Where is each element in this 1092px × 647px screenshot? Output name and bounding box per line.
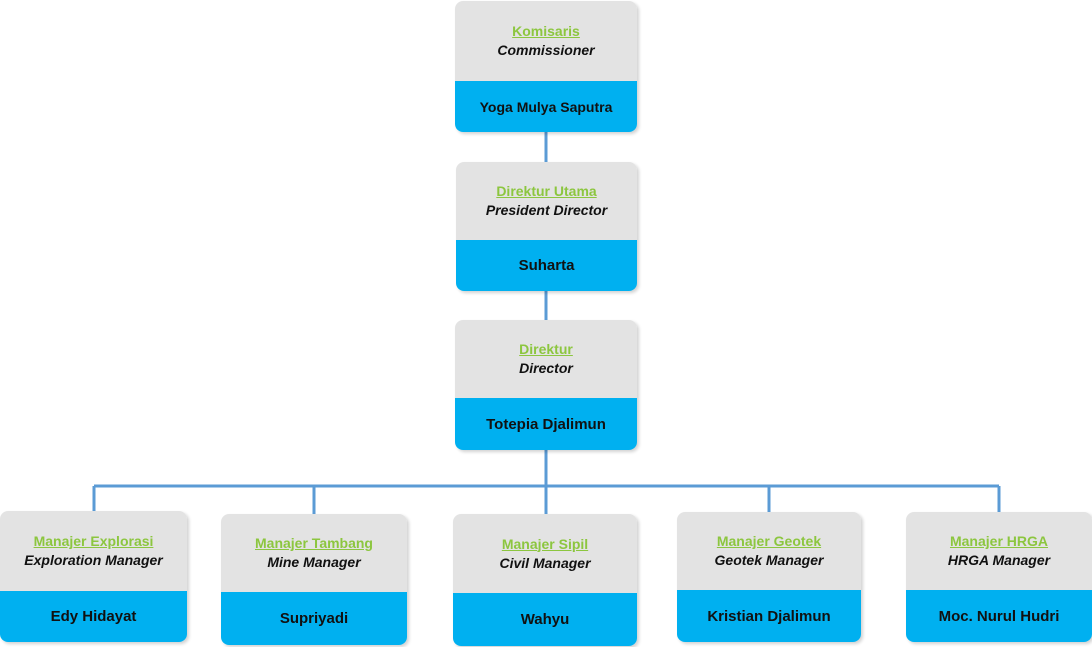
node-exploration-manager: Manajer Explorasi Exploration Manager Ed…	[0, 511, 187, 642]
node-header: Komisaris Commissioner	[455, 1, 637, 81]
title-english: President Director	[485, 202, 608, 218]
title-english: Commissioner	[497, 42, 595, 58]
title-indonesian: Komisaris	[512, 23, 580, 39]
person-name: Supriyadi	[279, 610, 349, 627]
title-indonesian: Direktur Utama	[496, 183, 597, 199]
title-indonesian: Manajer Explorasi	[33, 533, 154, 549]
node-name-band: Totepia Djalimun	[455, 398, 637, 450]
person-name: Yoga Mulya Saputra	[479, 98, 613, 115]
node-mine-manager: Manajer Tambang Mine Manager Supriyadi	[221, 514, 407, 645]
node-header: Manajer HRGA HRGA Manager	[906, 512, 1092, 590]
node-header: Direktur Utama President Director	[456, 162, 637, 240]
node-director: Direktur Director Totepia Djalimun	[455, 320, 637, 450]
person-name: Kristian Djalimun	[707, 607, 831, 625]
node-name-band: Kristian Djalimun	[677, 590, 861, 642]
title-english: Director	[519, 360, 573, 376]
title-english: Geotek Manager	[714, 552, 824, 568]
title-english: Civil Manager	[499, 554, 591, 571]
node-name-band: Moc. Nurul Hudri	[906, 590, 1092, 642]
node-header: Direktur Director	[455, 320, 637, 398]
title-english: Exploration Manager	[24, 552, 163, 568]
node-header: Manajer Tambang Mine Manager	[221, 514, 407, 592]
title-indonesian: Direktur	[519, 341, 573, 357]
node-name-band: Yoga Mulya Saputra	[455, 81, 637, 132]
title-indonesian: Manajer Geotek	[716, 533, 822, 549]
node-civil-manager: Manajer Sipil Civil Manager Wahyu	[453, 514, 637, 646]
person-name: Edy Hidayat	[50, 608, 137, 625]
node-header: Manajer Sipil Civil Manager	[453, 514, 637, 593]
node-geotek-manager: Manajer Geotek Geotek Manager Kristian D…	[677, 512, 861, 642]
node-name-band: Supriyadi	[221, 592, 407, 645]
title-english: Mine Manager	[267, 554, 361, 570]
node-commissioner: Komisaris Commissioner Yoga Mulya Saputr…	[455, 1, 637, 132]
node-header: Manajer Geotek Geotek Manager	[677, 512, 861, 590]
node-hrga-manager: Manajer HRGA HRGA Manager Moc. Nurul Hud…	[906, 512, 1092, 642]
person-name: Totepia Djalimun	[486, 415, 606, 433]
node-header: Manajer Explorasi Exploration Manager	[0, 511, 187, 591]
title-indonesian: Manajer Sipil	[501, 535, 589, 552]
title-indonesian: Manajer Tambang	[255, 535, 373, 551]
node-name-band: Wahyu	[453, 593, 637, 646]
node-name-band: Edy Hidayat	[0, 591, 187, 642]
node-president-director: Direktur Utama President Director Suhart…	[456, 162, 637, 291]
person-name: Suharta	[518, 257, 575, 274]
person-name: Wahyu	[520, 611, 570, 628]
person-name: Moc. Nurul Hudri	[938, 607, 1060, 625]
node-name-band: Suharta	[456, 240, 637, 291]
title-english: HRGA Manager	[947, 552, 1051, 568]
title-indonesian: Manajer HRGA	[949, 533, 1049, 549]
